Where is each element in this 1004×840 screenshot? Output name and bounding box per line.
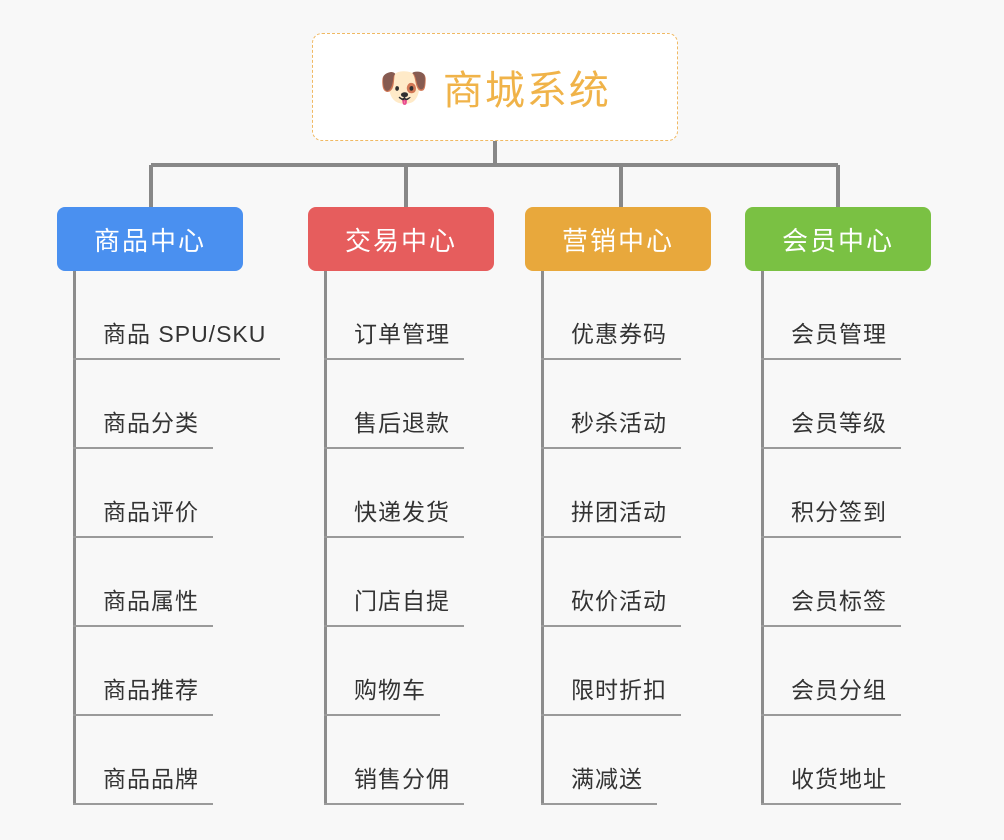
leaf-label: 商品品牌 — [73, 760, 213, 805]
leaf-label: 满减送 — [541, 760, 657, 805]
column-marketing-center: 营销中心 优惠券码 秒杀活动 拼团活动 砍价活动 限时折扣 满减送 — [525, 207, 735, 805]
leaf-label: 商品属性 — [73, 582, 213, 627]
list-item[interactable]: 积分签到 — [761, 449, 945, 538]
leaf-label: 订单管理 — [324, 315, 464, 360]
leaf-list-product-center: 商品 SPU/SKU 商品分类 商品评价 商品属性 商品推荐 商品品牌 — [57, 271, 307, 805]
column-header-trade-center[interactable]: 交易中心 — [308, 207, 494, 271]
list-item[interactable]: 销售分佣 — [324, 716, 523, 805]
leaf-label: 会员标签 — [761, 582, 901, 627]
connector-drop-member-center — [836, 165, 840, 207]
leaf-label: 门店自提 — [324, 582, 464, 627]
list-item[interactable]: 会员标签 — [761, 538, 945, 627]
list-item[interactable]: 商品推荐 — [73, 627, 307, 716]
column-header-marketing-center[interactable]: 营销中心 — [525, 207, 711, 271]
connector-drop-product-center — [149, 165, 153, 207]
list-item[interactable]: 商品 SPU/SKU — [73, 271, 307, 360]
list-item[interactable]: 优惠券码 — [541, 271, 735, 360]
column-header-member-center[interactable]: 会员中心 — [745, 207, 931, 271]
list-item[interactable]: 快递发货 — [324, 449, 523, 538]
leaf-list-trade-center: 订单管理 售后退款 快递发货 门店自提 购物车 销售分佣 — [308, 271, 523, 805]
root-title: 商城系统 — [442, 69, 611, 113]
list-item[interactable]: 商品评价 — [73, 449, 307, 538]
list-item[interactable]: 秒杀活动 — [541, 360, 735, 449]
leaf-label: 售后退款 — [324, 404, 464, 449]
leaf-label: 销售分佣 — [324, 760, 464, 805]
list-item[interactable]: 售后退款 — [324, 360, 523, 449]
leaf-label: 商品推荐 — [73, 671, 213, 716]
list-item[interactable]: 会员分组 — [761, 627, 945, 716]
connector-horizontal-bus — [151, 163, 838, 167]
list-item[interactable]: 限时折扣 — [541, 627, 735, 716]
list-item[interactable]: 拼团活动 — [541, 449, 735, 538]
connector-drop-marketing-center — [619, 165, 623, 207]
root-node-mall-system[interactable]: 🐶 商城系统 — [312, 33, 678, 141]
leaf-label: 购物车 — [324, 671, 440, 716]
leaf-label: 会员等级 — [761, 404, 901, 449]
leaf-label: 会员分组 — [761, 671, 901, 716]
leaf-list-marketing-center: 优惠券码 秒杀活动 拼团活动 砍价活动 限时折扣 满减送 — [525, 271, 735, 805]
leaf-label: 限时折扣 — [541, 671, 681, 716]
list-item[interactable]: 收货地址 — [761, 716, 945, 805]
list-item[interactable]: 购物车 — [324, 627, 523, 716]
list-item[interactable]: 会员管理 — [761, 271, 945, 360]
column-spine-product-center — [73, 271, 76, 805]
column-spine-marketing-center — [541, 271, 544, 805]
connector-root-stem — [493, 141, 497, 165]
dog-face-icon: 🐶 — [379, 66, 429, 110]
list-item[interactable]: 门店自提 — [324, 538, 523, 627]
leaf-label: 积分签到 — [761, 493, 901, 538]
column-spine-member-center — [761, 271, 764, 805]
leaf-label: 秒杀活动 — [541, 404, 681, 449]
column-product-center: 商品中心 商品 SPU/SKU 商品分类 商品评价 商品属性 商品推荐 商品品牌 — [57, 207, 307, 805]
list-item[interactable]: 商品属性 — [73, 538, 307, 627]
leaf-label: 商品评价 — [73, 493, 213, 538]
list-item[interactable]: 砍价活动 — [541, 538, 735, 627]
leaf-label: 拼团活动 — [541, 493, 681, 538]
list-item[interactable]: 订单管理 — [324, 271, 523, 360]
column-spine-trade-center — [324, 271, 327, 805]
list-item[interactable]: 会员等级 — [761, 360, 945, 449]
list-item[interactable]: 商品品牌 — [73, 716, 307, 805]
leaf-label: 收货地址 — [761, 760, 901, 805]
leaf-label: 砍价活动 — [541, 582, 681, 627]
column-member-center: 会员中心 会员管理 会员等级 积分签到 会员标签 会员分组 收货地址 — [745, 207, 945, 805]
leaf-label: 会员管理 — [761, 315, 901, 360]
leaf-list-member-center: 会员管理 会员等级 积分签到 会员标签 会员分组 收货地址 — [745, 271, 945, 805]
list-item[interactable]: 商品分类 — [73, 360, 307, 449]
leaf-label: 快递发货 — [324, 493, 464, 538]
list-item[interactable]: 满减送 — [541, 716, 735, 805]
leaf-label: 商品分类 — [73, 404, 213, 449]
leaf-label: 优惠券码 — [541, 315, 681, 360]
column-header-product-center[interactable]: 商品中心 — [57, 207, 243, 271]
connector-drop-trade-center — [404, 165, 408, 207]
column-trade-center: 交易中心 订单管理 售后退款 快递发货 门店自提 购物车 销售分佣 — [308, 207, 523, 805]
leaf-label: 商品 SPU/SKU — [73, 315, 281, 360]
